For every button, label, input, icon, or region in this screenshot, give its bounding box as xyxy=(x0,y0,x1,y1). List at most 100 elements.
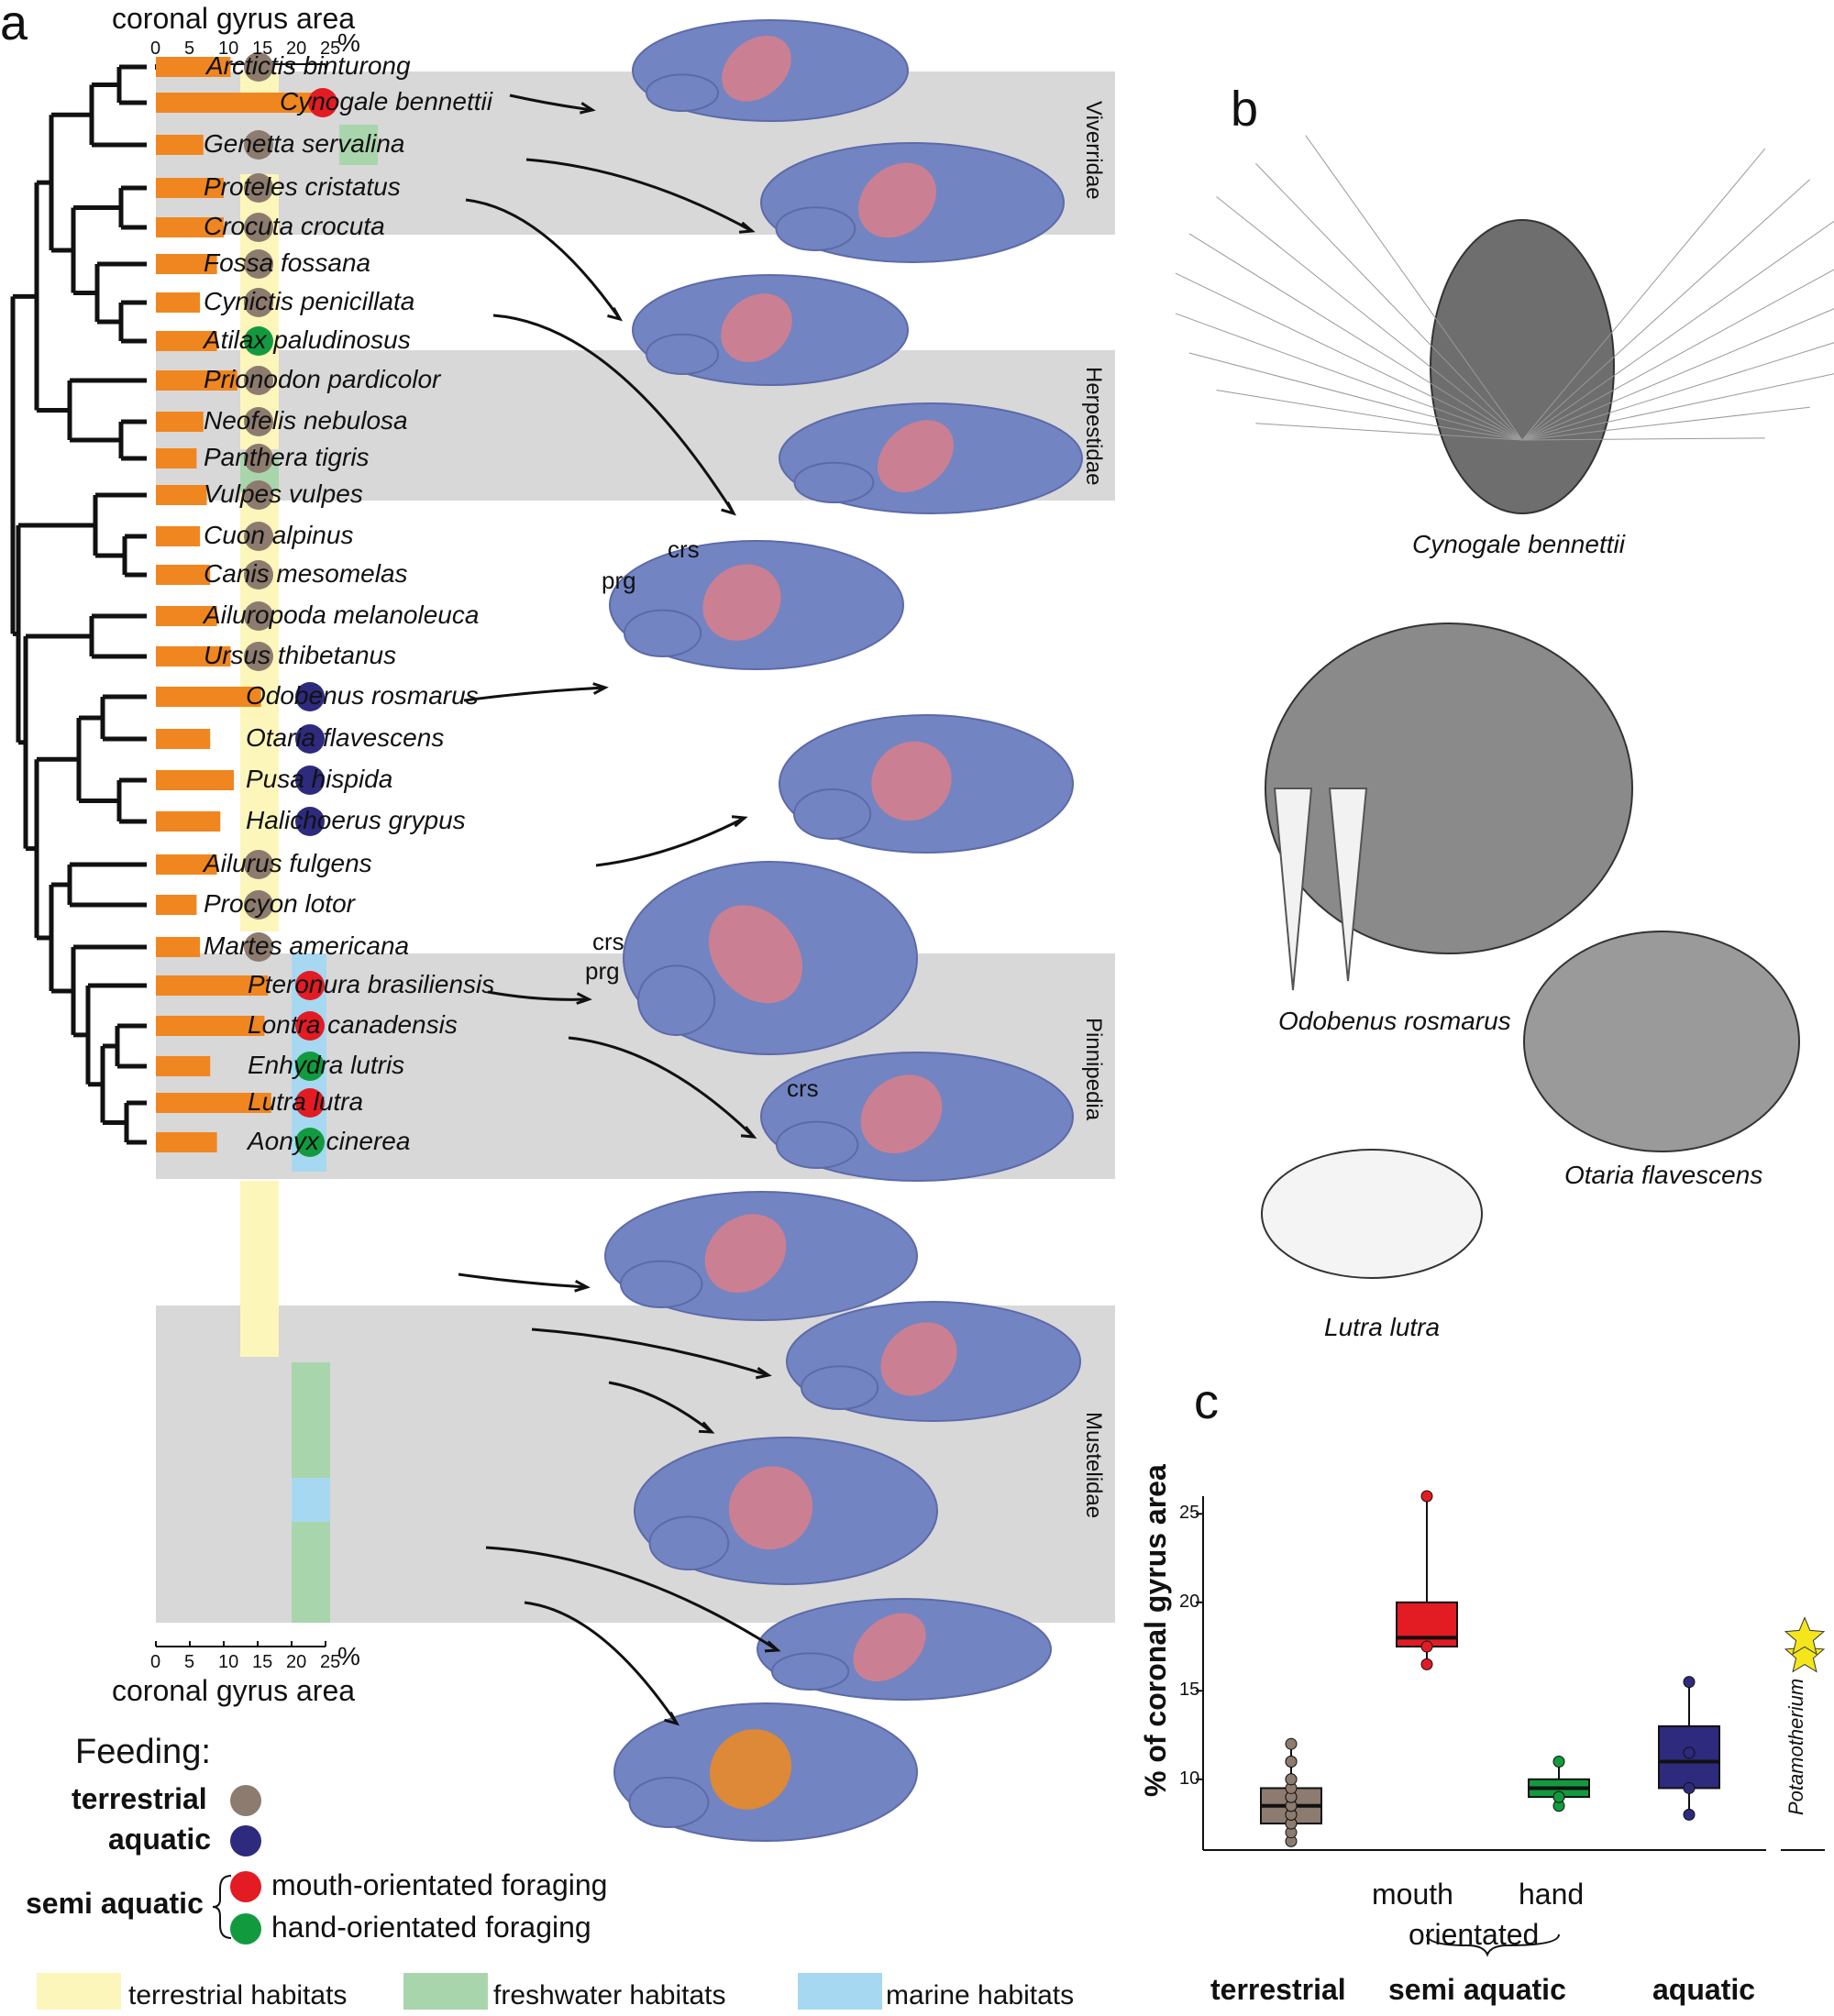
gyrus-bar xyxy=(156,217,224,237)
coronal-gyrus-6 xyxy=(708,905,803,1004)
species-label: Ailuropoda melanoleuca xyxy=(204,600,480,629)
species-label: Fossa fossana xyxy=(204,248,371,277)
legend-semi-aquatic: semi aquatic xyxy=(26,1887,204,1920)
feeding-dot xyxy=(244,932,273,962)
marker-prg-2: prg xyxy=(585,957,620,985)
species-arrow xyxy=(568,1036,756,1139)
feeding-dot xyxy=(244,326,273,356)
gyrus-bar xyxy=(156,485,207,505)
species-label: Genetta servalina xyxy=(204,129,405,158)
whisker xyxy=(1188,352,1523,441)
whisker xyxy=(1255,423,1523,441)
whisker xyxy=(1521,179,1810,441)
feeding-dot xyxy=(244,642,273,671)
legend-hand: hand-orientated foraging xyxy=(271,1911,591,1944)
animal-label-otaria: Otaria flavescens xyxy=(1564,1161,1763,1189)
whisker xyxy=(1521,437,1765,441)
semi-aquatic-brace xyxy=(1426,1933,1560,1957)
gyrus-bar xyxy=(156,975,269,996)
species-label: Pusa hispida xyxy=(246,765,393,793)
legend-dot-hand xyxy=(230,1913,261,1944)
gyrus-bar xyxy=(156,1093,271,1113)
brain-lobe-3 xyxy=(793,461,875,504)
gyrus-bar xyxy=(156,565,211,585)
cynogale-head xyxy=(1430,219,1615,514)
species-label: Crocuta crocuta xyxy=(204,212,385,240)
species-label: Vulpes vulpes xyxy=(204,479,363,508)
group-label-mouth: mouth xyxy=(1372,1878,1453,1911)
arrowhead xyxy=(764,1640,781,1653)
coronal-gyrus-0 xyxy=(722,35,791,102)
point-terrestrial xyxy=(1285,1756,1298,1768)
tick-label: 20 xyxy=(286,1652,307,1672)
species-arrow xyxy=(595,816,746,867)
feeding-dots xyxy=(244,52,337,1157)
feeding-dot xyxy=(295,766,325,795)
species-label: Lontra canadensis xyxy=(248,1010,458,1039)
strip-terrestrial-d xyxy=(240,1181,279,1357)
gyrus-bar xyxy=(156,1056,211,1076)
gyrus-bar xyxy=(156,412,204,432)
species-label: Ailurus fulgens xyxy=(204,849,372,877)
coronal-gyrus-4 xyxy=(702,564,781,641)
odobenus-head xyxy=(1265,622,1633,954)
arrowhead xyxy=(698,1421,715,1434)
feeding-dot xyxy=(244,130,273,160)
brain-lobe-1 xyxy=(775,206,856,252)
species-arrow xyxy=(487,990,590,1001)
feeding-dot xyxy=(244,407,273,436)
point-aquatic xyxy=(1683,1676,1696,1689)
coronal-gyrus-12 xyxy=(709,1729,792,1810)
species-arrow xyxy=(531,1327,769,1377)
coronal-gyrus-10 xyxy=(728,1466,813,1550)
species-arrow xyxy=(509,94,593,112)
axis-title-bottom: coronal gyrus area xyxy=(112,1674,356,1707)
arrowhead xyxy=(740,1126,757,1139)
point-aquatic xyxy=(1683,1746,1696,1759)
gyrus-bar xyxy=(156,254,217,274)
species-label: Arctictis binturong xyxy=(206,51,411,80)
feeding-dot xyxy=(295,1011,325,1041)
legend-brace xyxy=(212,1875,232,1939)
animal-label-odobenus: Odobenus rosmarus xyxy=(1278,1007,1511,1035)
feeding-dot xyxy=(244,890,273,920)
legend-mouth: mouth-orientated foraging xyxy=(271,1868,608,1901)
coronal-gyrus-9 xyxy=(880,1322,957,1396)
species-label: Neofelis nebulosa xyxy=(204,406,408,435)
species-label: Pteronura brasiliensis xyxy=(248,970,495,998)
species-arrow xyxy=(608,1381,713,1434)
whisker xyxy=(1175,272,1523,441)
feeding-dot xyxy=(295,724,325,754)
gyrus-bar xyxy=(156,370,238,391)
point-hand xyxy=(1552,1790,1565,1803)
point-mouth xyxy=(1420,1658,1433,1670)
legend-title: Feeding: xyxy=(75,1733,211,1771)
gyrus-bar xyxy=(156,770,235,790)
legend-terrestrial: terrestrial xyxy=(72,1782,207,1815)
group-label-orientated: orientated xyxy=(1409,1918,1540,1951)
brain-lobe-9 xyxy=(801,1365,879,1410)
marker-crs-2: crs xyxy=(592,928,624,955)
gyrus-bar xyxy=(156,854,217,875)
feeding-dot xyxy=(295,971,325,1000)
panel-label-b: b xyxy=(1231,82,1259,137)
arrowhead xyxy=(731,815,748,828)
arrowhead xyxy=(580,102,596,115)
group-label-hand: hand xyxy=(1519,1878,1585,1911)
gyrus-bar xyxy=(156,178,224,198)
arrowhead xyxy=(664,1711,680,1726)
animal-label-cynogale: Cynogale bennettii xyxy=(1412,530,1625,558)
point-mouth xyxy=(1420,1490,1433,1503)
species-arrow xyxy=(458,1272,588,1289)
gyrus-bars xyxy=(155,57,333,1647)
gyrus-bar xyxy=(156,811,221,832)
arrowhead xyxy=(755,1366,772,1380)
species-label: Cuon alpinus xyxy=(204,521,354,549)
whisker xyxy=(1521,220,1834,441)
species-label: Enhydra lutris xyxy=(248,1051,405,1079)
whisker xyxy=(1521,342,1834,441)
species-label: Otaria flavescens xyxy=(246,723,445,752)
whisker xyxy=(1188,233,1523,441)
species-label: Odobenus rosmarus xyxy=(246,681,479,710)
